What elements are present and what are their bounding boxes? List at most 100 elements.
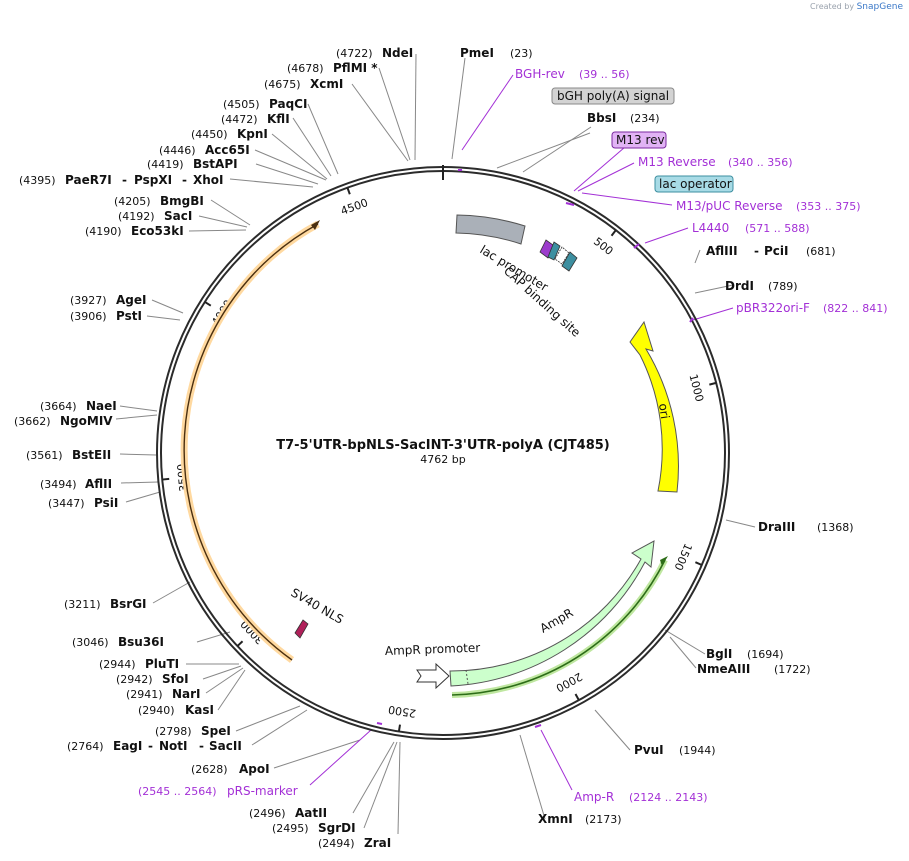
ampr-orf-line (451, 559, 666, 696)
enzyme-afliii-sep: - (754, 244, 759, 258)
primer-marks (376, 169, 694, 728)
enzyme-bgli: BglI (706, 647, 732, 661)
enzyme-pvui: PvuI (634, 743, 664, 757)
enzyme-acc65i-pos: (4446) (159, 144, 196, 157)
leader-lines (115, 53, 756, 835)
enzyme-labels: PmeI (23) BbsI (234) AflIII - PciI (681)… (14, 46, 854, 850)
enzyme-bbsi-pos: (234) (630, 112, 660, 125)
tick-label-4500: 4500 (339, 196, 370, 218)
primer-pbr322ori-f: pBR322ori-F (736, 301, 810, 315)
enzyme-pspxi: PspXI (134, 173, 172, 187)
enzyme-aatii-pos: (2496) (249, 807, 286, 820)
enzyme-bsteii: BstEII (72, 448, 111, 462)
enzyme-pflmi: PflMI * (333, 61, 378, 75)
enzyme-psti: PstI (116, 309, 142, 323)
enzyme-kasi-pos: (2940) (138, 704, 175, 717)
enzyme-naei: NaeI (86, 399, 117, 413)
ori-feature (629, 320, 679, 493)
enzyme-zrai: ZraI (364, 836, 391, 850)
enzyme-xmni: XmnI (538, 812, 573, 826)
enzyme-kpni: KpnI (237, 127, 268, 141)
primer-amp-r-range: (2124 .. 2143) (629, 791, 708, 804)
enzyme-eco53ki-pos: (4190) (85, 225, 122, 238)
enzyme-paer7i-sep: - (122, 173, 127, 187)
enzyme-eagi-sep: - (148, 739, 153, 753)
enzyme-saci: SacI (164, 209, 192, 223)
enzyme-bmgbi-pos: (4205) (114, 195, 151, 208)
enzyme-paqci: PaqCI (269, 97, 307, 111)
plasmid-length: 4762 bp (420, 453, 465, 466)
primer-bgh-rev: BGH-rev (515, 67, 565, 81)
enzyme-kfli: KflI (267, 112, 290, 126)
tick-mark-2000 (574, 693, 580, 701)
enzyme-draiii-pos: (1368) (817, 521, 854, 534)
features (180, 214, 679, 698)
enzyme-spei-pos: (2798) (155, 725, 192, 738)
enzyme-bsu36i-pos: (3046) (72, 636, 109, 649)
enzyme-bbsi: BbsI (587, 111, 616, 125)
enzyme-xmni-pos: (2173) (585, 813, 622, 826)
enzyme-ndei-pos: (4722) (336, 47, 373, 60)
enzyme-pmei: PmeI (460, 46, 494, 60)
enzyme-pluti-pos: (2944) (99, 658, 136, 671)
ampr-label: AmpR (538, 606, 576, 636)
enzyme-paer7i-pos: (4395) (19, 174, 56, 187)
enzyme-bstapi-pos: (4419) (147, 158, 184, 171)
enzyme-xcmi-pos: (4675) (264, 78, 301, 91)
primer-l4440: L4440 (692, 221, 729, 235)
tick-mark-3000 (236, 640, 244, 647)
primer-m13-reverse-range: (340 .. 356) (728, 156, 793, 169)
lac-operator-label: lac operator (659, 177, 732, 191)
enzyme-paqci-pos: (4505) (223, 98, 260, 111)
enzyme-psii: PsiI (94, 496, 118, 510)
enzyme-eagi-pos: (2764) (67, 740, 104, 753)
enzyme-pflmi-pos: (4678) (287, 62, 324, 75)
enzyme-aflii: AflII (85, 477, 112, 491)
orf-line (183, 223, 319, 661)
enzyme-drdi: DrdI (725, 279, 754, 293)
ori-label: ori (656, 402, 672, 419)
enzyme-psii-pos: (3447) (48, 497, 85, 510)
bgh-label-box (551, 87, 675, 105)
enzyme-sacii: SacII (209, 739, 242, 753)
tick-label-1000: 1000 (687, 373, 707, 403)
lac-operator-feature (547, 241, 561, 261)
ampr-feature (449, 540, 655, 687)
enzyme-agei: AgeI (116, 293, 146, 307)
snapgene-credit: Created by SnapGene (810, 2, 903, 12)
enzyme-pmei-pos: (23) (510, 47, 533, 60)
enzyme-drdi-pos: (789) (768, 280, 798, 293)
plasmid-name: T7-5'UTR-bpNLS-SacINT-3'UTR-polyA (CJT48… (276, 438, 609, 453)
enzyme-bmgbi: BmgBI (160, 194, 204, 208)
tick-mark-4000 (204, 301, 212, 307)
enzyme-apoi-pos: (2628) (191, 763, 228, 776)
enzyme-zrai-pos: (2494) (318, 837, 355, 850)
tick-label-1500: 1500 (671, 541, 694, 572)
enzyme-xhoi: XhoI (193, 173, 224, 187)
enzyme-bstapi: BstAPI (193, 157, 238, 171)
m13-rev-label: M13 rev (616, 133, 665, 147)
primer-labels: BGH-rev (39 .. 56) M13 Reverse (340 .. 3… (138, 67, 888, 804)
primer-m13-puc-reverse: M13/pUC Reverse (676, 199, 783, 213)
lac-promoter-feature (554, 246, 570, 265)
tick-label-500: 500 (591, 235, 616, 258)
enzyme-nmeaiii: NmeAIII (697, 662, 750, 676)
m13rev-label-box (611, 131, 667, 149)
ampr-promoter-feature (416, 662, 450, 690)
cap-binding-label: CAP binding site (501, 264, 583, 340)
enzyme-ngomiv-pos: (3662) (14, 415, 51, 428)
enzyme-noti-sep: - (199, 739, 204, 753)
enzyme-pvui-pos: (1944) (679, 744, 716, 757)
primer-l4440-range: (571 .. 588) (745, 222, 810, 235)
enzyme-sfoi: SfoI (162, 672, 189, 686)
enzyme-bsrgi: BsrGI (110, 597, 147, 611)
cap-binding-feature (561, 251, 578, 272)
ampr-promoter-label: AmpR promoter (385, 641, 481, 658)
enzyme-ndei: NdeI (382, 46, 413, 60)
enzyme-nari-pos: (2941) (126, 688, 163, 701)
credit-prefix: Created by (810, 2, 855, 11)
enzyme-noti: NotI (159, 739, 188, 753)
primer-leader-lines (309, 74, 734, 791)
snapgene-logo: SnapGene (856, 2, 903, 12)
